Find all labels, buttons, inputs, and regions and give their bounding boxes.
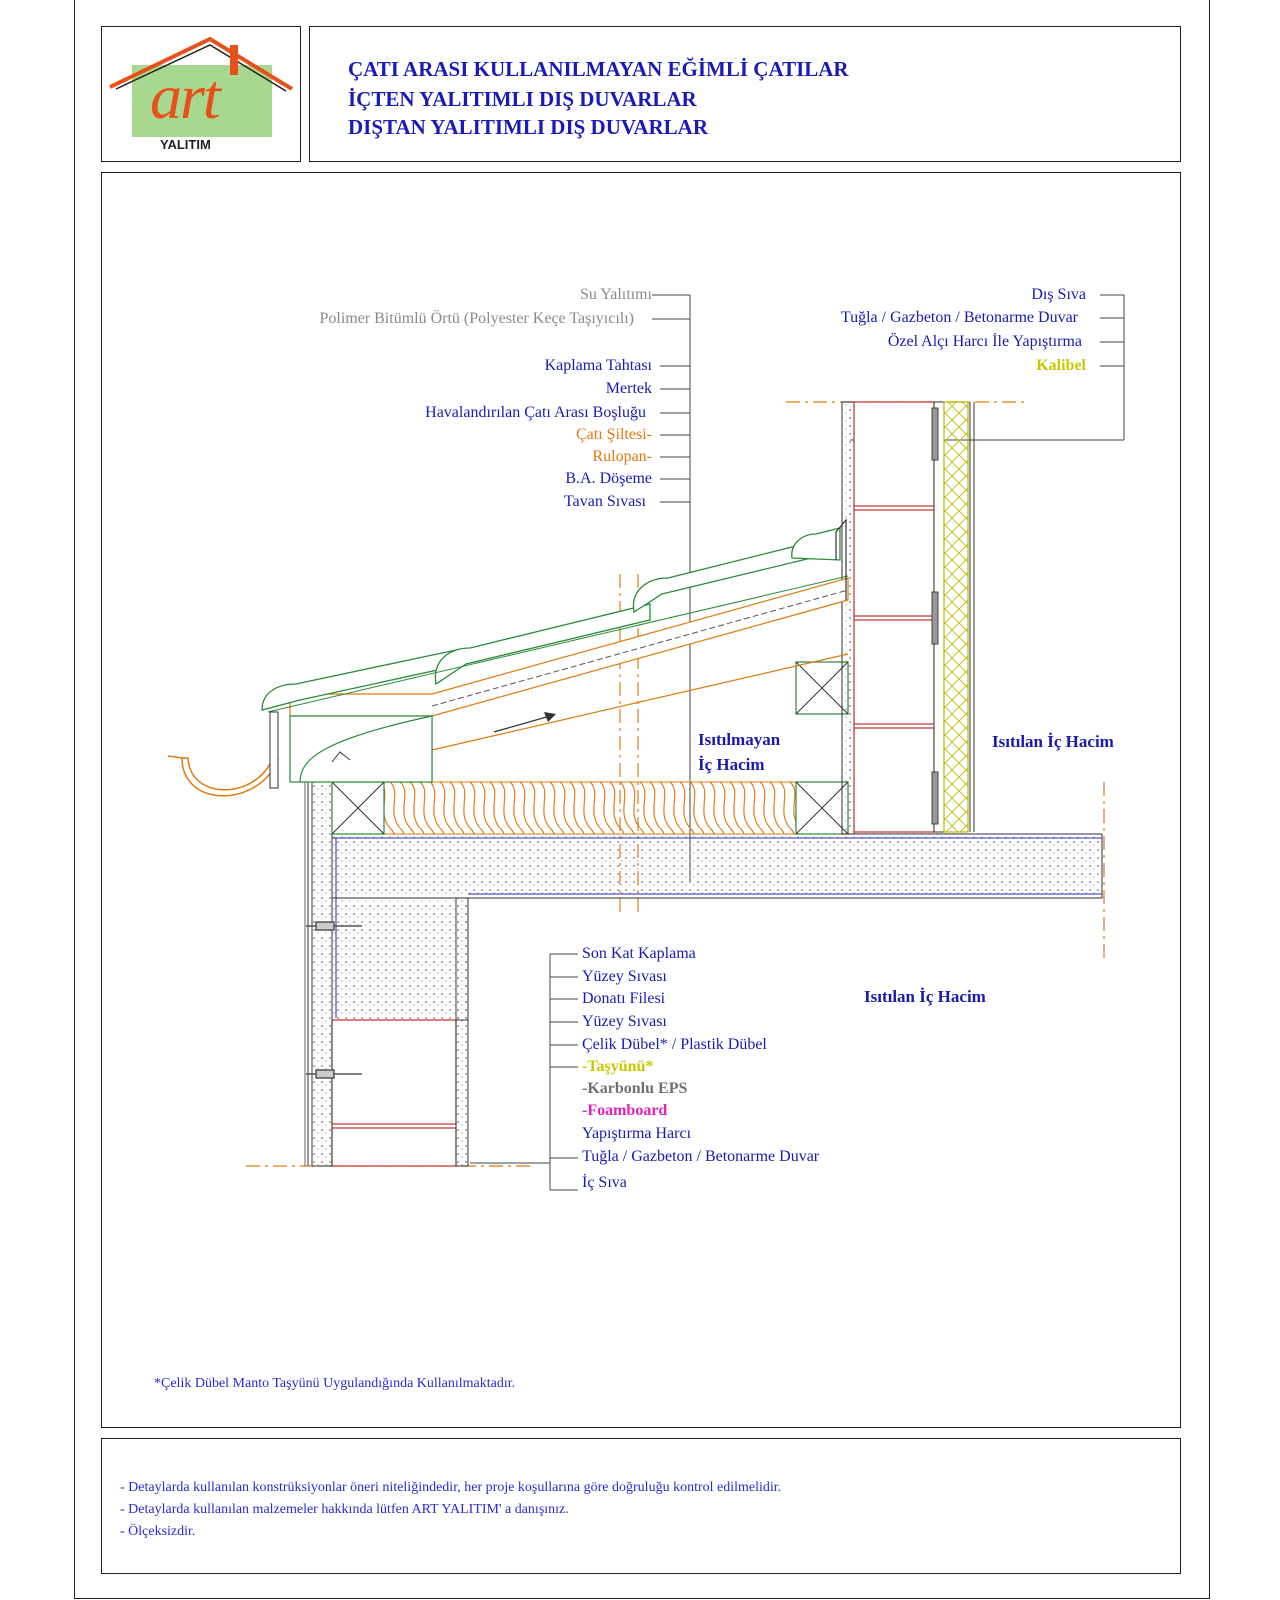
title-line-2: İÇTEN YALITIMLI DIŞ DUVARLAR	[348, 87, 697, 111]
label-foamboard: -Foamboard	[582, 1102, 668, 1119]
gutter-icon	[167, 711, 280, 797]
outer-wall	[304, 781, 469, 1167]
ceiling-insulation	[331, 661, 849, 835]
label-su-yalitimi: Su Yalıtımı	[579, 286, 652, 303]
label-yapistirma-harci: Yapıştırma Harcı	[582, 1125, 692, 1142]
dowel-icon	[306, 921, 362, 1079]
label-celik-dubel: Çelik Dübel* / Plastik Dübel	[582, 1036, 767, 1053]
note-1: - Detaylarda kullanılan konstrüksiyonlar…	[120, 1480, 782, 1495]
roof-buildup	[167, 518, 849, 797]
title-line-1: ÇATI ARASI KULLANILMAYAN EĞİMLİ ÇATILAR	[348, 57, 849, 81]
label-tasyunu: -Taşyünü*	[582, 1058, 654, 1075]
label-rulopan: Rulopan-	[592, 448, 652, 465]
title-box: ÇATI ARASI KULLANILMAYAN EĞİMLİ ÇATILAR …	[309, 26, 1181, 162]
logo-brand: art	[150, 61, 221, 132]
ventilation-arrow-icon	[493, 712, 556, 733]
zone-unheated-line2: İç Hacim	[698, 755, 765, 774]
label-ic-siva: İç Sıva	[582, 1174, 627, 1191]
label-ba-doseme: B.A. Döşeme	[565, 470, 652, 487]
label-mertek: Mertek	[605, 380, 652, 397]
logo-sub: YALITIM	[160, 137, 211, 152]
label-cati-siltesi: Çatı Şiltesi-	[576, 426, 652, 443]
label-tugla-dis: Tuğla / Gazbeton / Betonarme Duvar	[582, 1148, 820, 1165]
logo-graphic	[109, 36, 294, 137]
drawing-sheet	[74, 0, 1210, 1599]
label-karbonlu-eps: -Karbonlu EPS	[582, 1080, 688, 1097]
label-tavan-sivasi: Tavan Sıvası	[564, 493, 646, 510]
title-line-3: DIŞTAN YALITIMLI DIŞ DUVARLAR	[348, 115, 709, 139]
zone-heated-lower: Isıtılan İç Hacim	[864, 987, 986, 1006]
zone-heated-upper: Isıtılan İç Hacim	[992, 732, 1114, 751]
label-kaplama-tahtasi: Kaplama Tahtası	[544, 357, 652, 374]
label-yuzey-sivasi-2: Yüzey Sıvası	[582, 1013, 667, 1030]
label-donati-filesi: Donatı Filesi	[582, 990, 666, 1007]
label-havalandirilan: Havalandırılan Çatı Arası Boşluğu	[425, 404, 646, 421]
label-ozel-alci: Özel Alçı Harcı İle Yapıştırma	[887, 333, 1082, 350]
logo-box: art YALITIM	[101, 26, 301, 162]
label-kalibel: Kalibel	[1036, 357, 1086, 374]
label-polimer-bitumlu: Polimer Bitümlü Örtü (Polyester Keçe Taş…	[319, 310, 634, 327]
note-2: - Detaylarda kullanılan malzemeler hakkı…	[120, 1502, 569, 1517]
label-yuzey-sivasi-1: Yüzey Sıvası	[582, 968, 667, 985]
footnote: *Çelik Dübel Manto Taşyünü Uygulandığınd…	[154, 1376, 516, 1391]
logo-roof-icon	[109, 36, 294, 91]
notes-box	[101, 1438, 1181, 1574]
wall-out-leader-lines	[470, 953, 578, 1191]
label-dis-siva: Dış Sıva	[1031, 286, 1086, 303]
concrete-slab	[331, 782, 1103, 1166]
adhesive-dabs	[931, 407, 939, 825]
zone-unheated-line1: Isıtılmayan	[698, 730, 781, 749]
label-son-kat-kaplama: Son Kat Kaplama	[582, 945, 696, 962]
inner-brick-wall	[841, 401, 975, 835]
logo-background	[132, 65, 272, 137]
note-3: - Ölçeksizdir.	[120, 1524, 196, 1539]
label-tugla-ic: Tuğla / Gazbeton / Betonarme Duvar	[840, 309, 1078, 326]
